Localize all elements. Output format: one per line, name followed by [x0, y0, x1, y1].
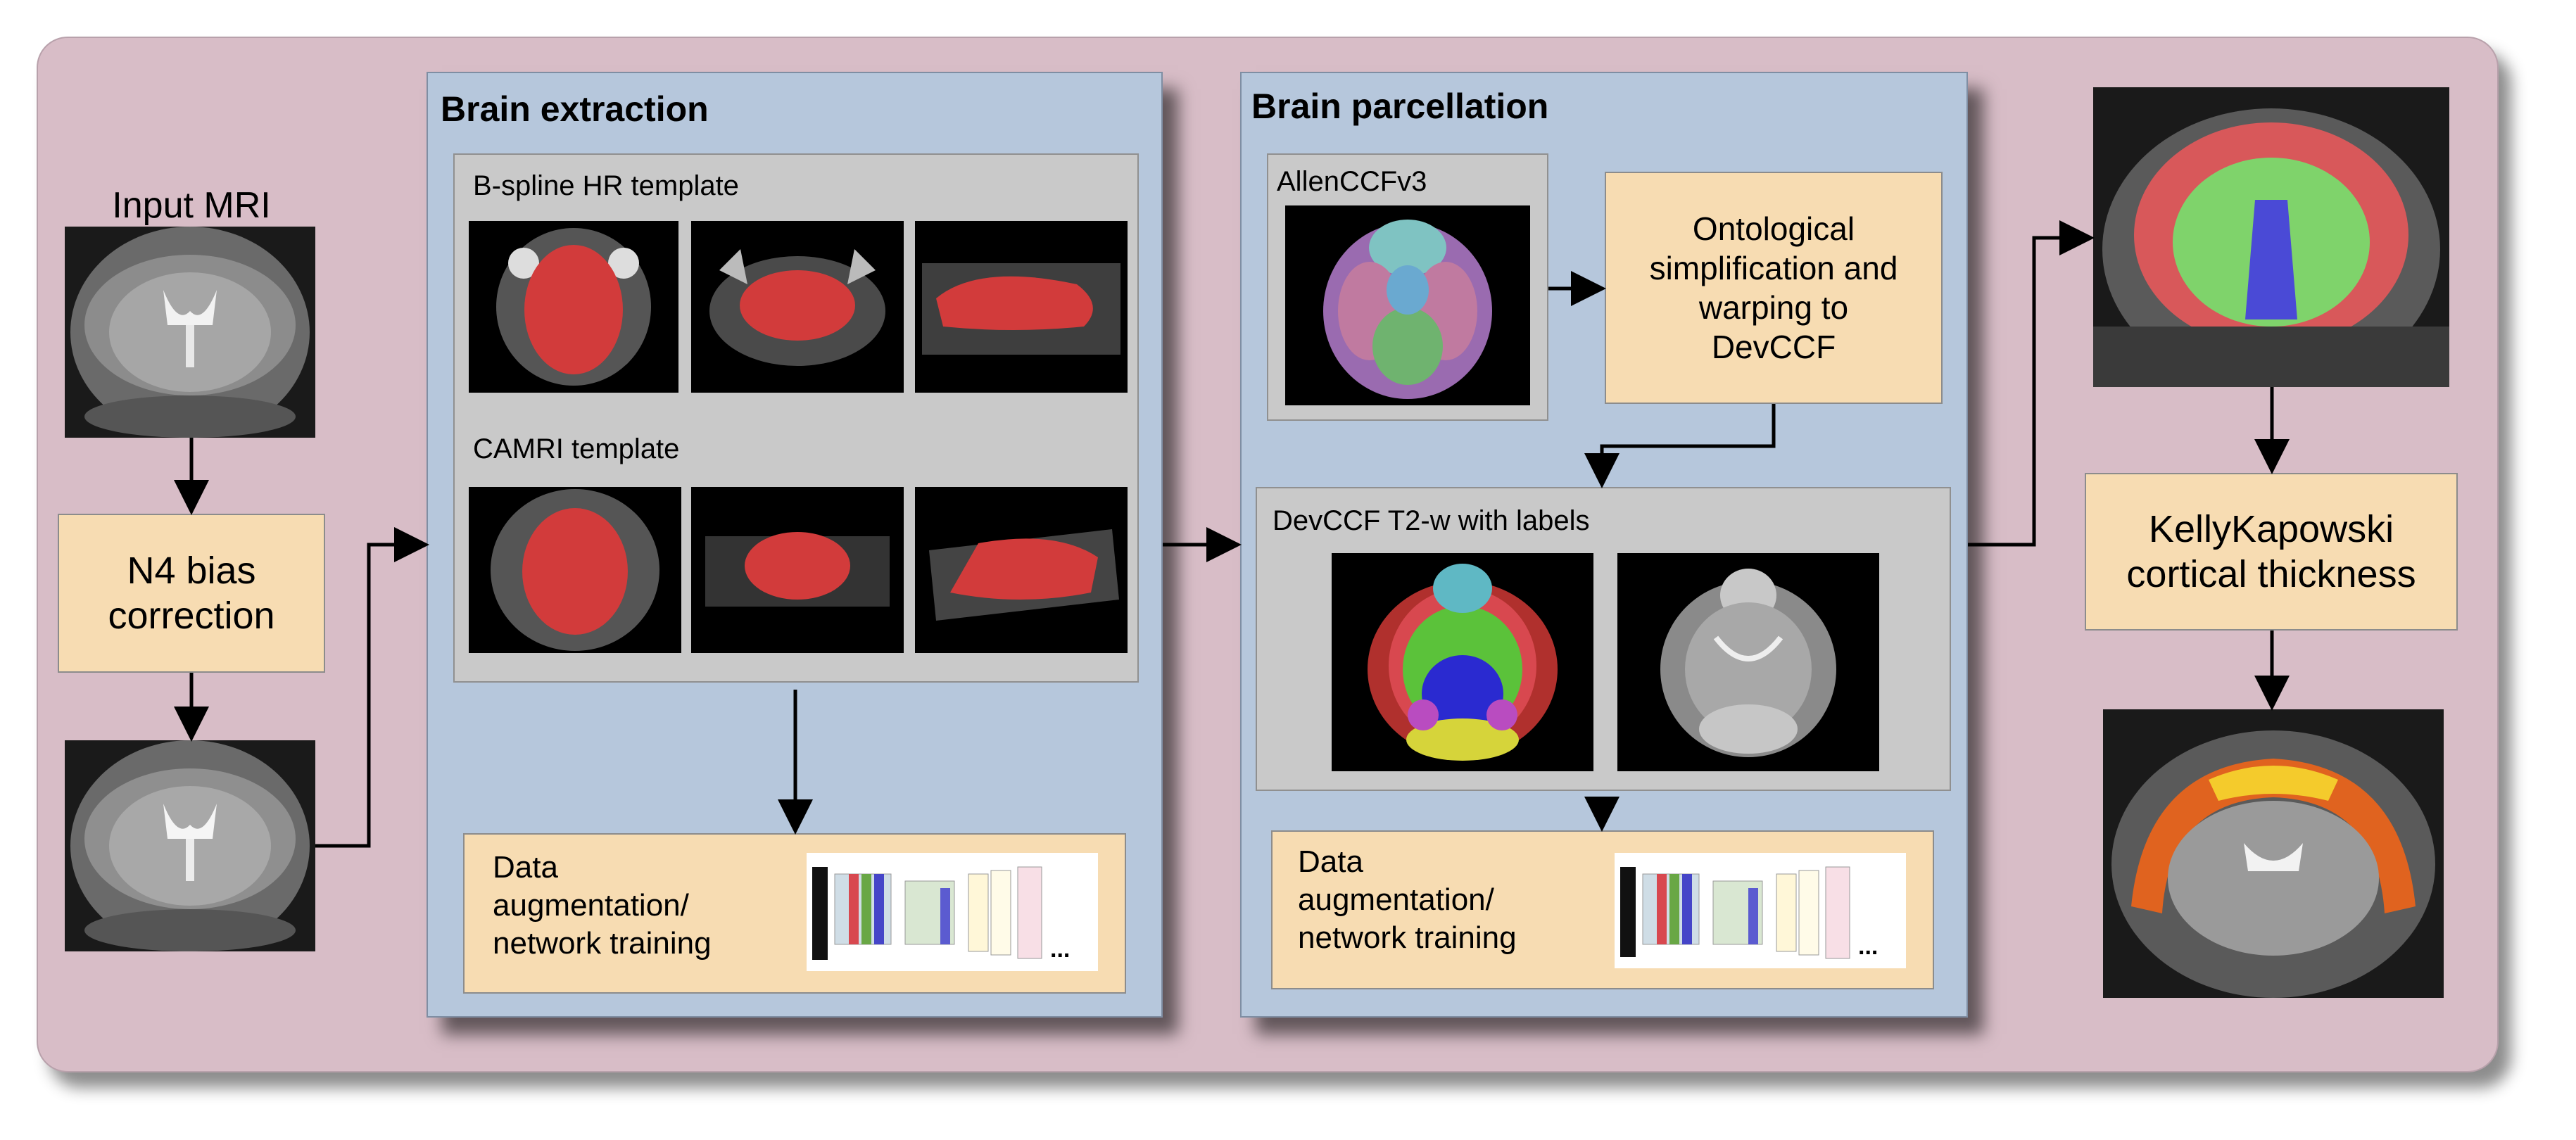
extraction-aug-line1: Data	[493, 850, 558, 885]
bspline-template-label: B-spline HR template	[473, 170, 739, 201]
kelly-line2: cortical thickness	[2126, 553, 2416, 595]
onto-line1: Ontological	[1692, 210, 1855, 247]
parcellation-augmentation-text: Data augmentation/ network training	[1298, 843, 1517, 957]
devccf-labels-image	[1332, 553, 1593, 771]
onto-line3: warping to	[1698, 289, 1849, 326]
parcellation-aug-line3: network training	[1298, 920, 1517, 955]
extraction-aug-line2: augmentation/	[493, 888, 689, 923]
camri-axial-image	[469, 487, 681, 653]
bspline-sagittal-image	[915, 221, 1128, 393]
kelly-line1: KellyKapowski	[2148, 508, 2394, 550]
bspline-axial-image	[469, 221, 678, 393]
camri-sagittal-image	[915, 487, 1128, 653]
onto-line4: DevCCF	[1711, 329, 1836, 365]
onto-line2: simplification and	[1649, 250, 1898, 286]
allen-ccf-label: AllenCCFv3	[1277, 166, 1427, 197]
cortical-thickness-image	[2103, 709, 2444, 998]
extraction-network-diagram: ...	[807, 853, 1098, 971]
n4-line2: correction	[108, 595, 275, 637]
brain-parcellation-title: Brain parcellation	[1251, 87, 1549, 126]
input-mri-label: Input MRI	[112, 185, 271, 226]
extraction-aug-line3: network training	[493, 926, 712, 961]
parcellation-aug-line2: augmentation/	[1298, 882, 1494, 917]
camri-template-label: CAMRI template	[473, 433, 680, 464]
input-mri-image	[65, 227, 315, 438]
devccf-t2w-image	[1617, 553, 1879, 771]
n4-line1: N4 bias	[127, 550, 256, 592]
brain-extraction-title: Brain extraction	[441, 89, 709, 129]
bspline-coronal-image	[691, 221, 904, 393]
parcellation-result-image	[2093, 87, 2449, 387]
parcellation-network-diagram: ...	[1615, 853, 1906, 968]
extraction-augmentation-text: Data augmentation/ network training	[493, 849, 712, 963]
corrected-mri-image	[65, 740, 315, 951]
devccf-label: DevCCF T2-w with labels	[1273, 505, 1590, 536]
allen-ccf-image	[1285, 205, 1530, 405]
parcellation-aug-line1: Data	[1298, 844, 1363, 879]
extraction-network-ellipsis: ...	[1050, 936, 1071, 963]
parcellation-network-ellipsis: ...	[1858, 933, 1879, 960]
ontological-simplification-box: Ontological simplification and warping t…	[1605, 172, 1943, 404]
camri-coronal-image	[691, 487, 904, 653]
